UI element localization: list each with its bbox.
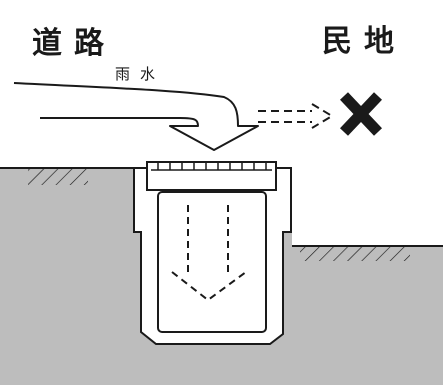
private-land-label: 民地: [322, 24, 406, 59]
grating: [146, 161, 277, 191]
cross-mark-icon: [340, 92, 382, 136]
rainwater-flow-arrow: [13, 82, 259, 151]
rainwater-label: 雨水: [115, 65, 166, 83]
drain-down-arrows: [171, 205, 247, 302]
catch-basin-inner: [157, 191, 267, 333]
road-surface-hatch: [28, 169, 88, 185]
land-surface-hatch: [300, 247, 410, 261]
blocked-flow-arrow: [258, 103, 334, 129]
road-label: 道路: [32, 26, 116, 61]
grating-teeth: [157, 162, 267, 170]
